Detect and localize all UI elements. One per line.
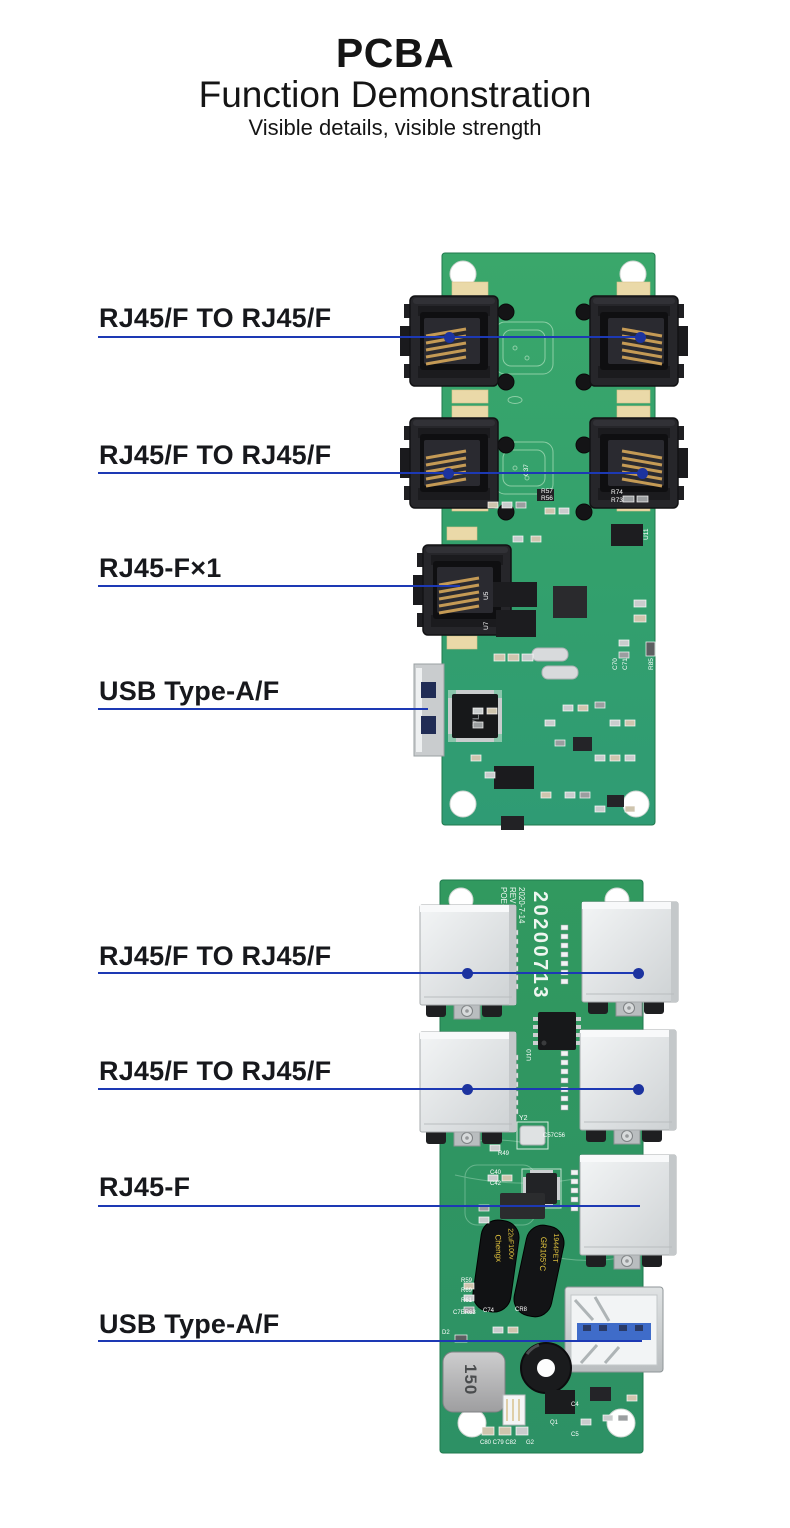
svg-text:C71: C71	[622, 658, 629, 670]
svg-text:GR105°C: GR105°C	[538, 1237, 548, 1272]
callout-line-usb-top	[98, 708, 428, 710]
svg-text:C70: C70	[612, 658, 619, 670]
svg-text:C5: C5	[571, 1432, 579, 1438]
soic-chip-u10: U10	[526, 1012, 581, 1061]
svg-text:20200713: 20200713	[529, 891, 551, 1000]
power-inductor: 150	[442, 1351, 506, 1413]
svg-text:R61: R61	[461, 1298, 473, 1304]
svg-text:R74: R74	[611, 489, 623, 496]
pcb-top-board	[441, 252, 656, 826]
svg-text:2020-7-14: 2020-7-14	[517, 887, 526, 924]
svg-text:R57: R57	[541, 488, 553, 495]
svg-text:C4: C4	[571, 1402, 579, 1408]
usb-connector-top-board	[413, 663, 445, 757]
pcb-top-ics	[493, 489, 643, 830]
callout-line-rj45-pair-1	[98, 336, 640, 338]
callout-dot	[633, 968, 644, 979]
svg-text:C7ER63: C7ER63	[453, 1310, 476, 1316]
pcb-bottom-photo: POE-SRU REV R/0 2020-7-14 20200713	[419, 879, 679, 1454]
callout-dot	[633, 1084, 644, 1095]
crystal-y2: Y2 C57C56	[516, 1115, 566, 1150]
pcb-top-mounting-holes	[449, 260, 650, 818]
svg-text:150: 150	[461, 1364, 480, 1395]
svg-text:REV R/0: REV R/0	[508, 887, 517, 919]
svg-text:U10: U10	[526, 1049, 533, 1061]
callout-dot	[444, 332, 455, 343]
page-title: PCBA	[335, 30, 455, 76]
callout-label-rj45-pair-4: RJ45/F TO RJ45/F	[99, 1056, 332, 1086]
callout-dot	[635, 332, 646, 343]
svg-text:U11: U11	[643, 528, 650, 540]
callout-label-rj45-f: RJ45-F	[99, 1172, 191, 1202]
pcb-bottom-passives	[454, 1144, 638, 1436]
callout-label-usb-bottom: USB Type-A/F	[99, 1309, 280, 1339]
page-tagline: Visible details, visible strength	[248, 115, 542, 140]
svg-text:C57C56: C57C56	[543, 1133, 566, 1139]
callout-dot	[637, 468, 648, 479]
callout-label-rj45-pair-1: RJ45/F TO RJ45/F	[99, 303, 332, 333]
pcb-bottom-misc-parts	[502, 1387, 611, 1426]
svg-text:1944PET: 1944PET	[551, 1233, 559, 1263]
callout-label-rj45-pair-3: RJ45/F TO RJ45/F	[99, 941, 332, 971]
svg-text:R56: R56	[541, 495, 553, 502]
callout-label-rj45-pair-2: RJ45/F TO RJ45/F	[99, 440, 332, 470]
electrolytic-cap-right: GR105°C 1944PET	[513, 1224, 565, 1318]
svg-text:C37: C37	[523, 464, 530, 476]
pcb-bottom-silkscreen: R49 C40 C42 R59 R69 R61 C7ER63 D2 C74 CR…	[442, 1151, 579, 1446]
svg-text:C74: C74	[483, 1308, 495, 1314]
main-chip: VLI	[448, 690, 502, 742]
svg-text:C42: C42	[490, 1181, 502, 1187]
svg-text:R85: R85	[648, 658, 655, 670]
rj45-shielded-top-right	[581, 901, 679, 1017]
svg-text:C40: C40	[490, 1170, 502, 1176]
svg-text:U7: U7	[483, 621, 490, 630]
donut-capacitor	[520, 1342, 572, 1394]
svg-text:C80 C79 C82: C80 C79 C82	[480, 1440, 517, 1446]
svg-text:D2: D2	[442, 1330, 450, 1336]
callout-dot	[443, 468, 454, 479]
svg-text:Q1: Q1	[550, 1420, 559, 1426]
rj45-jack-mid-right	[588, 416, 690, 510]
page-subtitle: Function Demonstration	[198, 74, 592, 115]
svg-text:R69: R69	[461, 1288, 473, 1294]
svg-text:U5: U5	[483, 591, 490, 600]
svg-text:22uF100v: 22uF100v	[506, 1228, 514, 1260]
callout-label-usb-top: USB Type-A/F	[99, 676, 280, 706]
pcb-top-photo: VLI	[398, 252, 690, 830]
usb-typea-connector	[564, 1286, 664, 1373]
chip-logo: VLI	[471, 712, 481, 726]
callout-dot	[462, 1084, 473, 1095]
rj45-shielded-single	[579, 1154, 677, 1270]
svg-text:R49: R49	[498, 1151, 510, 1157]
callout-line-usb-bottom	[98, 1340, 642, 1342]
callout-label-rj45-single: RJ45-F×1	[99, 553, 222, 583]
svg-text:R73: R73	[611, 497, 623, 504]
svg-text:G2: G2	[526, 1440, 535, 1446]
svg-text:CR8: CR8	[515, 1307, 528, 1313]
rj45-shielded-top-left	[419, 904, 517, 1020]
pcb-top-passives	[470, 495, 656, 813]
callout-line-rj45-pair-3	[98, 972, 638, 974]
callout-line-rj45-single	[98, 585, 460, 587]
svg-text:Y2: Y2	[519, 1115, 528, 1122]
callout-line-rj45-f	[98, 1205, 640, 1207]
callout-line-rj45-pair-4	[98, 1088, 638, 1090]
svg-text:R59: R59	[461, 1278, 473, 1284]
pcb-top-silkscreen: C37 R56 R57 R73 R74 R85 C70 C71 U5 U7 U1…	[483, 464, 655, 670]
rj45-shielded-mid-right	[579, 1029, 677, 1145]
callout-dot	[462, 968, 473, 979]
rj45-jack-mid-left	[398, 416, 500, 510]
electrolytic-cap-left: Chengx 22uF100v	[472, 1219, 520, 1313]
callout-line-rj45-pair-2	[98, 472, 642, 474]
svg-text:Chengx: Chengx	[493, 1234, 503, 1262]
